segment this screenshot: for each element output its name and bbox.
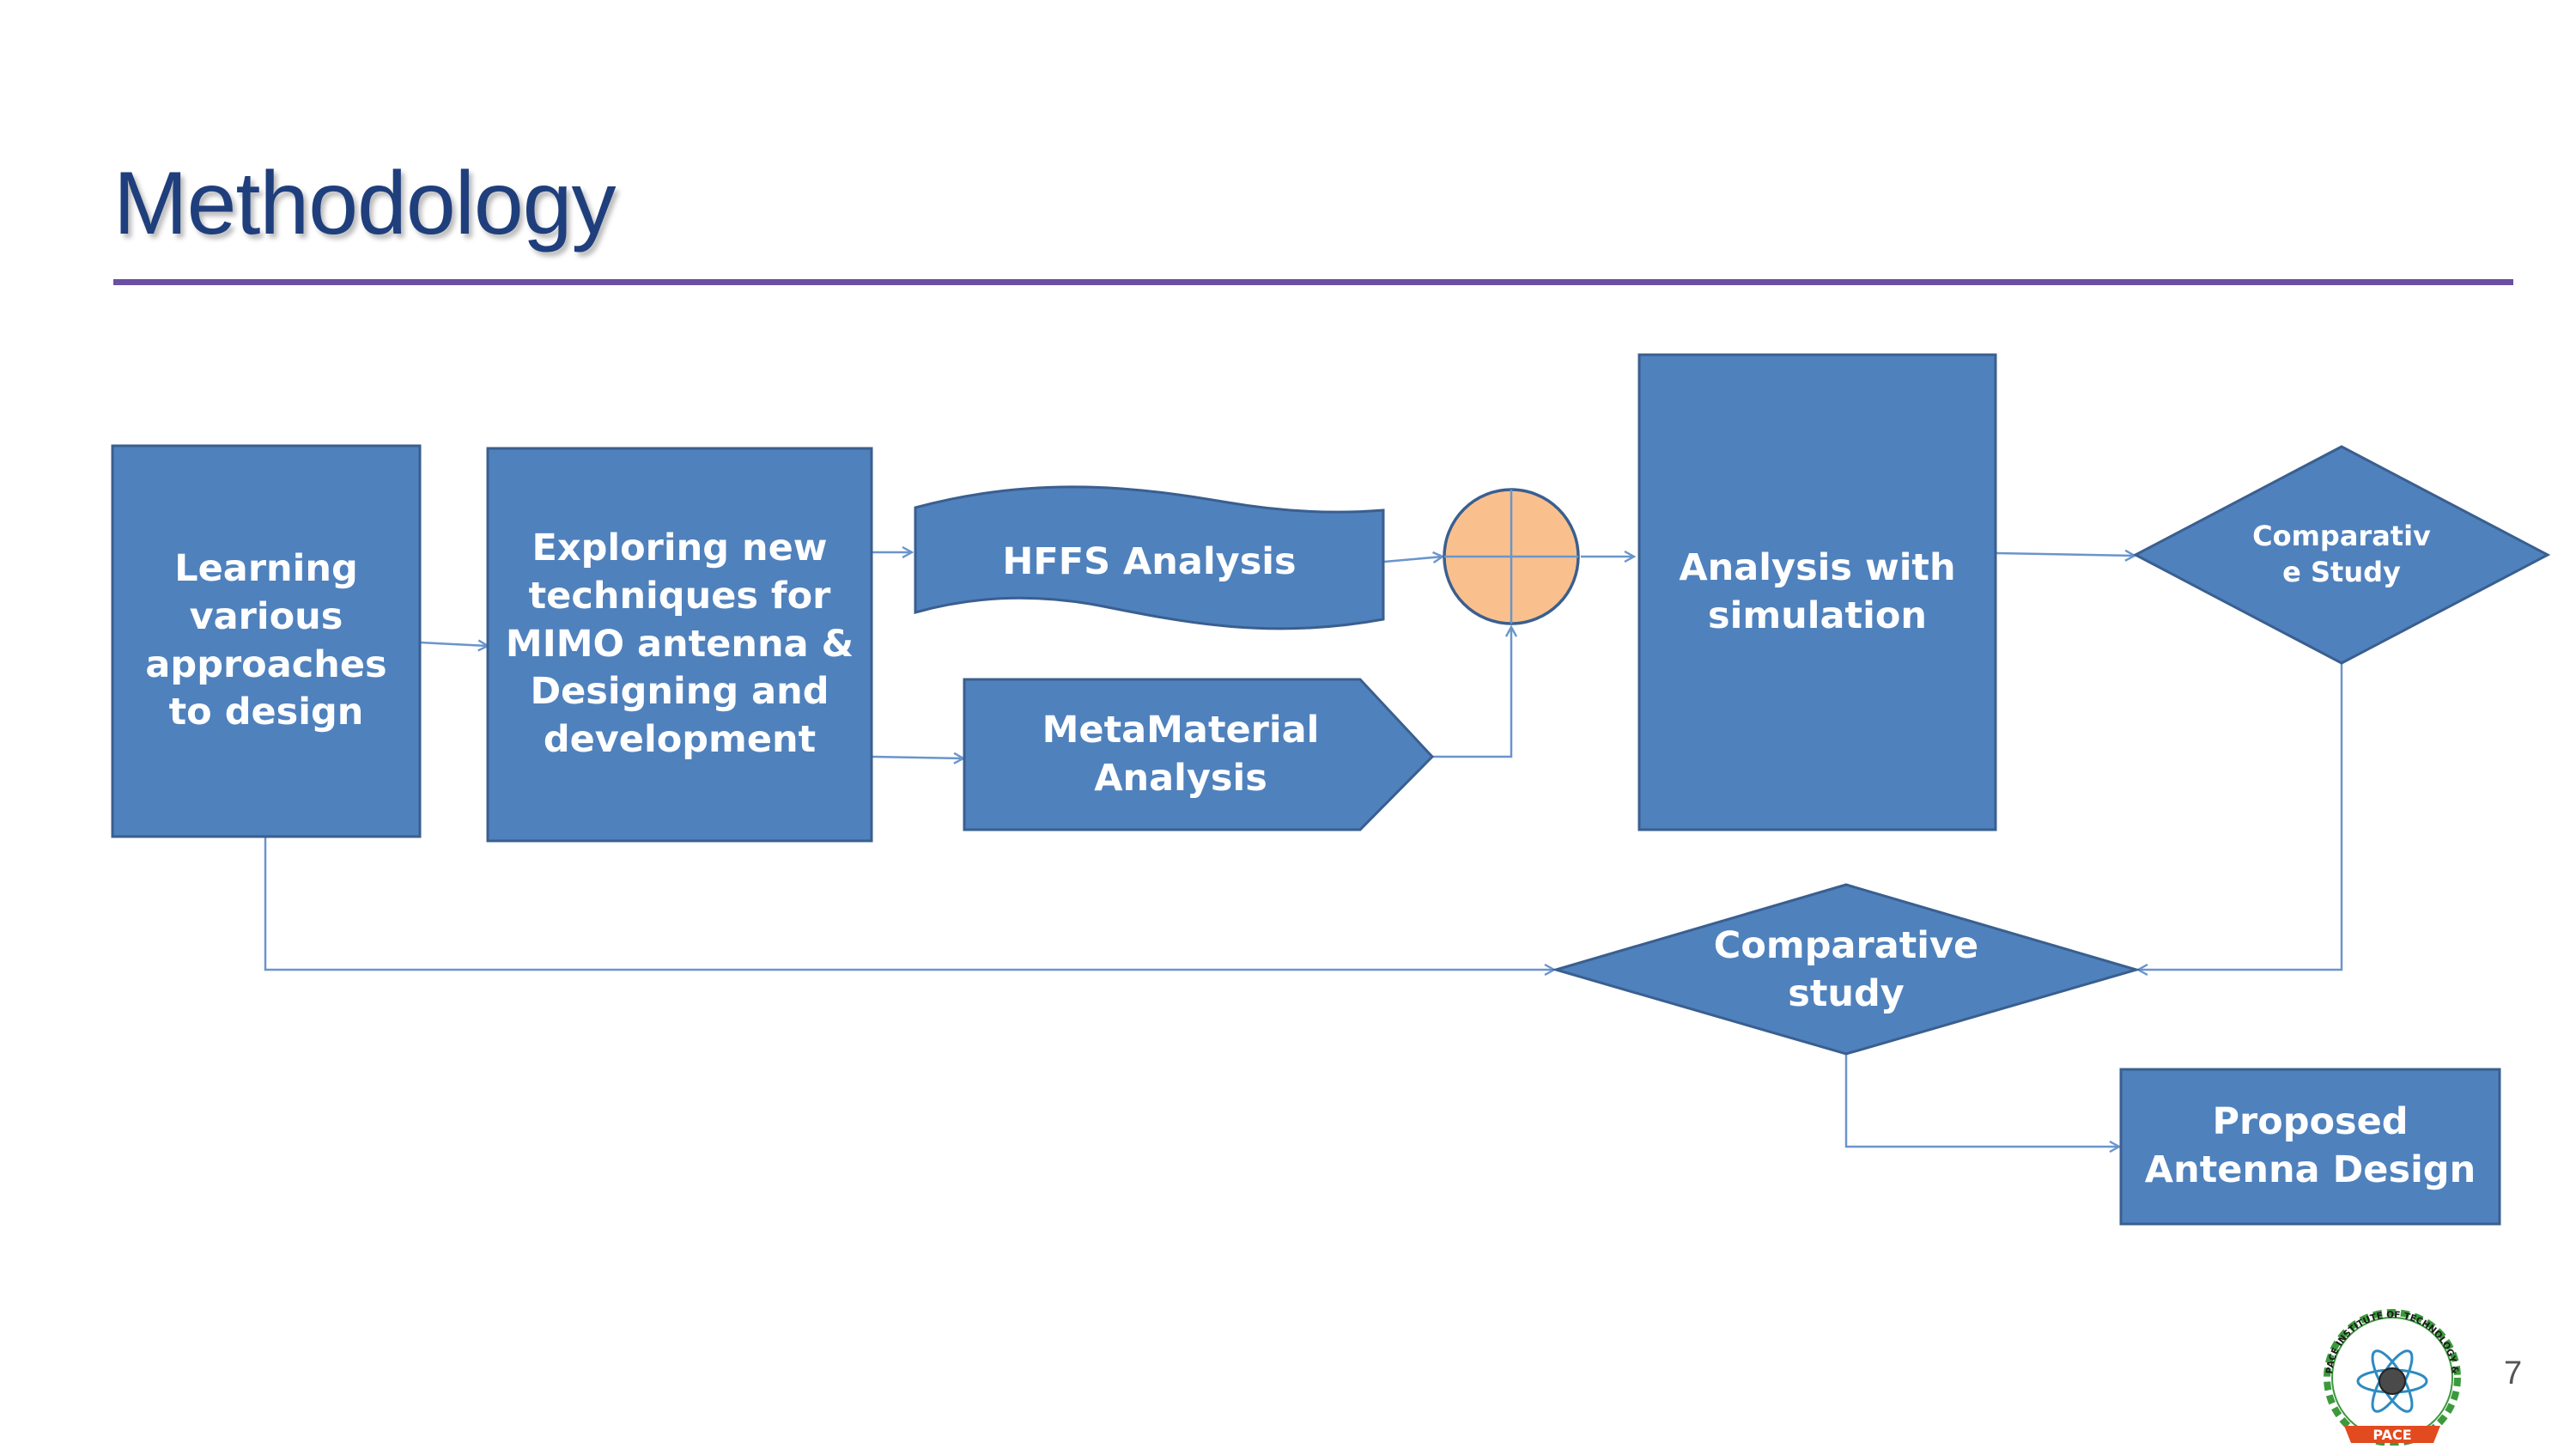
- comparative-small-label: Comparativ e Study: [2252, 520, 2431, 588]
- summing-junction: [1443, 488, 1580, 625]
- exploring-box: [486, 447, 873, 843]
- learning-box: [111, 444, 422, 838]
- comparative-diamond: [1551, 883, 2142, 1056]
- comparative-small-diamond: [2132, 445, 2551, 665]
- analysis-simulation-label: Analysis with simulation: [1679, 545, 1956, 637]
- learning-label: Learning various approaches to design: [145, 546, 387, 734]
- connector-learning-to-exploring: [419, 642, 488, 646]
- connector-hffs-to-junction: [1383, 557, 1443, 562]
- metamaterial-pentagon-shape: [963, 678, 1435, 831]
- page-number: 7: [2504, 1355, 2523, 1391]
- slide-title: Methodology: [113, 154, 617, 253]
- connector-learning-to-comparative: [264, 837, 1554, 970]
- metamaterial-label: MetaMaterial Analysis: [1042, 708, 1320, 800]
- emblem-core: [2379, 1367, 2406, 1395]
- exploring-label: Exploring new techniques for MIMO antenn…: [505, 526, 854, 762]
- analysis-simulation-box: [1637, 353, 1997, 831]
- hffs-label: HFFS Analysis: [1002, 540, 1297, 584]
- proposed-design-box: [2119, 1068, 2501, 1226]
- connector-analysis-to-comparative-small: [1996, 553, 2135, 556]
- connector-metamaterial-to-junction: [1432, 627, 1511, 758]
- logo-banner: [2344, 1426, 2440, 1443]
- title-underline: [113, 279, 2513, 285]
- connector-exploring-to-metamaterial: [871, 757, 963, 758]
- institute-logo: PACE INSTITUTE OF TECHNOLOGY & SCIENCES …: [2308, 1295, 2461, 1446]
- connector-comparative-to-proposed: [1844, 1054, 2119, 1147]
- connector-comparative-small-to-comparative: [2138, 663, 2343, 970]
- hffs-wave-shape: [914, 485, 1385, 630]
- logo-banner-text: PACE: [2372, 1427, 2411, 1443]
- comparative-label: Comparative study: [1713, 924, 1979, 1015]
- proposed-design-label: Proposed Antenna Design: [2144, 1100, 2476, 1191]
